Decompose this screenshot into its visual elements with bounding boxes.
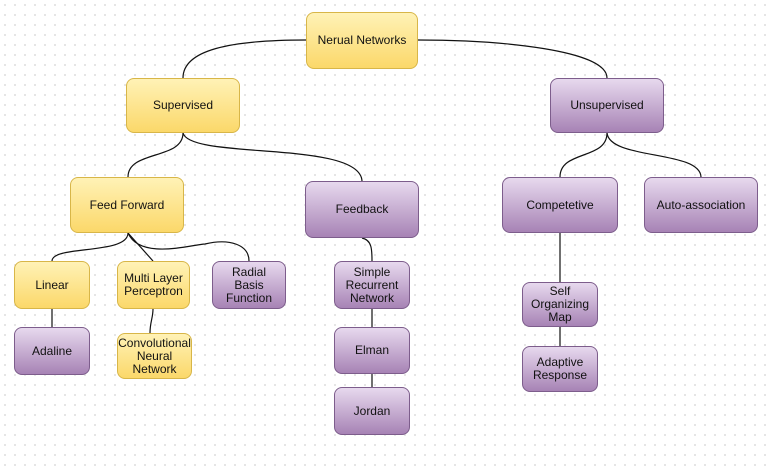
- node-linear[interactable]: Linear: [14, 261, 90, 309]
- node-adaptive-response[interactable]: Adaptive Response: [522, 346, 598, 392]
- node-adaline[interactable]: Adaline: [14, 327, 90, 375]
- edge-root-unsupervised: [417, 39, 608, 79]
- edge-supervised-feedforward: [127, 132, 184, 178]
- edge-supervised-feedback: [182, 132, 363, 182]
- node-elman[interactable]: Elman: [334, 327, 410, 374]
- edge-mlp-cnn: [149, 308, 154, 334]
- node-feed-forward[interactable]: Feed Forward: [70, 177, 184, 233]
- node-simple-recurrent-network[interactable]: Simple Recurrent Network: [334, 261, 410, 309]
- node-competetive[interactable]: Competetive: [502, 177, 618, 233]
- edge-root-supervised: [182, 39, 307, 79]
- edge-unsupervised-competetive: [559, 132, 608, 178]
- node-neural-networks[interactable]: Nerual Networks: [306, 12, 418, 69]
- node-self-organizing-map[interactable]: Self Organizing Map: [522, 282, 598, 327]
- node-jordan[interactable]: Jordan: [334, 387, 410, 435]
- node-multi-layer-perceptron[interactable]: Multi Layer Perceptron: [117, 261, 190, 309]
- edge-ff-linear: [51, 232, 129, 262]
- edge-ff-mlp: [127, 232, 154, 262]
- node-radial-basis-function[interactable]: Radial Basis Function: [212, 261, 286, 309]
- edge-ff-rbf: [127, 232, 250, 262]
- node-supervised[interactable]: Supervised: [126, 78, 240, 133]
- node-feedback[interactable]: Feedback: [305, 181, 419, 238]
- node-auto-association[interactable]: Auto-association: [644, 177, 758, 233]
- edge-unsupervised-autoassoc: [606, 132, 702, 178]
- node-convolutional-neural-network[interactable]: Convolutional Neural Network: [117, 333, 192, 379]
- edge-feedback-srn: [361, 237, 373, 262]
- node-unsupervised[interactable]: Unsupervised: [550, 78, 664, 133]
